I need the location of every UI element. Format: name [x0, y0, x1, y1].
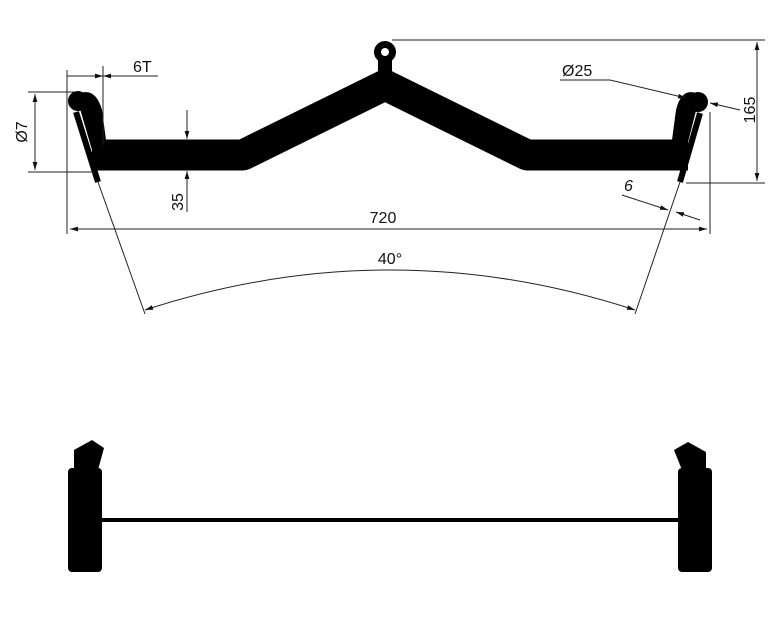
overall-width-label: 720 [370, 210, 397, 227]
handle-offset-label: 6 [624, 178, 633, 195]
lug-hole [381, 48, 389, 56]
bar-body [92, 69, 688, 171]
dimensions: 720 6T Ø7 35 40° Ø25 165 6 [14, 39, 765, 315]
right-end-cap [688, 92, 708, 112]
overall-height-label: 165 [742, 97, 759, 124]
right-handle [677, 112, 703, 183]
left-knob [74, 440, 104, 470]
left-plate [68, 468, 102, 572]
left-handle [73, 111, 101, 183]
side-view [68, 440, 712, 572]
bar-height-label: 35 [170, 193, 187, 211]
end-diameter-label: Ø25 [562, 63, 592, 80]
angle-label: 40° [378, 251, 402, 268]
right-knob [674, 442, 706, 470]
grip-diameter-label: Ø7 [14, 121, 31, 142]
right-plate [678, 468, 712, 572]
top-view [68, 41, 708, 183]
left-end-cap [68, 91, 88, 111]
thickness-label: 6T [133, 59, 152, 76]
